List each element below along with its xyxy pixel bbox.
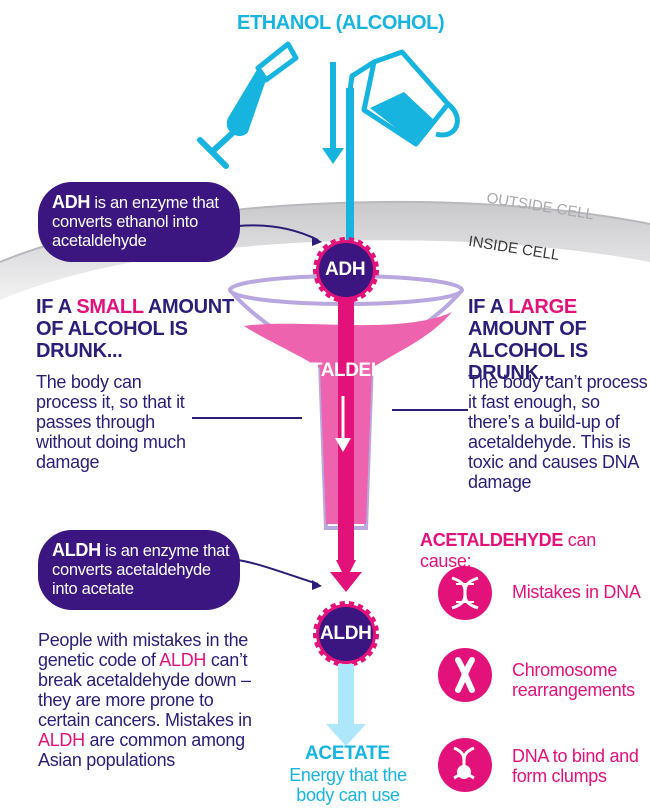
dna-clump-icon bbox=[438, 738, 492, 792]
small-amount-body: The body can process it, so that it pass… bbox=[36, 372, 186, 472]
title: ETHANOL (ALCOHOL) bbox=[237, 12, 444, 35]
large-amount-body: The body can’t process it fast enough, s… bbox=[468, 372, 650, 492]
acetate-arrow bbox=[326, 664, 366, 746]
aldh-callout-enzyme: ALDH bbox=[52, 540, 101, 560]
large-amount-heading: IF A LARGE AMOUNT OF ALCOHOL IS DRUNK... bbox=[468, 296, 648, 384]
cause-item-3: DNA to bind and form clumps bbox=[512, 746, 644, 786]
jug-icon bbox=[350, 52, 457, 144]
adh-callout-enzyme: ADH bbox=[52, 192, 90, 212]
cause-item-2: Chromosome rearrangements bbox=[512, 660, 642, 700]
aldh-callout: ALDH is an enzyme that converts acetalde… bbox=[38, 530, 240, 610]
acetate-text: Energy that the body can use bbox=[278, 765, 418, 805]
large-emphasis: LARGE bbox=[508, 296, 577, 318]
adh-callout: ADH is an enzyme that converts ethanol i… bbox=[38, 182, 240, 262]
aldh-connector bbox=[238, 560, 318, 584]
dna-mistake-icon bbox=[438, 566, 492, 620]
adh-label: ADH bbox=[325, 259, 365, 281]
funnel-label: ACETALDEHYDE bbox=[272, 360, 422, 382]
acetate-title: ACETATE bbox=[305, 743, 390, 765]
small-emphasis: SMALL bbox=[76, 296, 143, 318]
small-amount-heading: IF A SMALL AMOUNT OF ALCOHOL IS DRUNK... bbox=[36, 296, 236, 362]
chromosome-icon bbox=[438, 648, 492, 702]
cause-item-1: Mistakes in DNA bbox=[512, 582, 641, 603]
aldh-label: ALDH bbox=[320, 623, 372, 645]
glass-icon bbox=[200, 44, 296, 166]
aldh-note: People with mistakes in the genetic code… bbox=[38, 630, 268, 770]
